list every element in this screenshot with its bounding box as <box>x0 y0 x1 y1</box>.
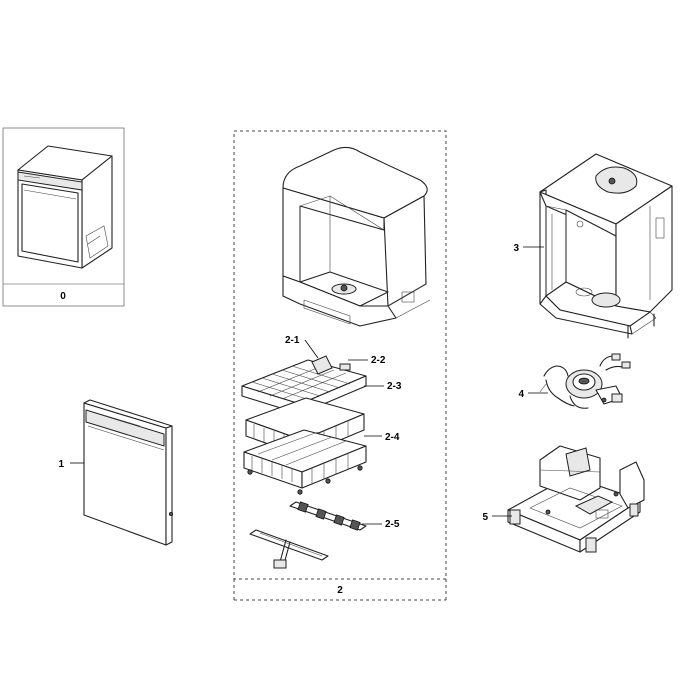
part-2-group[interactable]: 2 <box>233 130 447 601</box>
part-2-racks-drawing <box>241 355 367 495</box>
part-4-pump-drawing <box>539 353 631 409</box>
part-2-4-callout[interactable]: 2-4 <box>364 432 400 443</box>
part-2-2-label: 2-2 <box>371 355 386 366</box>
part-2-spray-arms-drawing <box>249 501 367 569</box>
part-1-label: 1 <box>58 459 64 470</box>
part-3-group[interactable]: 3 <box>513 153 673 339</box>
part-2-3-callout[interactable]: 2-3 <box>364 381 402 392</box>
part-3-tub-drawing <box>539 153 673 339</box>
part-2-1-callout[interactable]: 2-1 <box>285 335 319 359</box>
part-0-frame <box>2 127 125 307</box>
part-5-base-drawing <box>507 445 645 553</box>
part-2-1-leader <box>304 339 319 359</box>
part-2-5-callout[interactable]: 2-5 <box>362 519 400 530</box>
part-2-5-label: 2-5 <box>385 519 400 530</box>
part-2-1-label: 2-1 <box>285 335 300 346</box>
part-3-label: 3 <box>513 243 519 254</box>
part-0-label: 0 <box>60 291 66 302</box>
part-2-3-label: 2-3 <box>387 381 402 392</box>
part-0-dishwasher-drawing <box>17 145 113 269</box>
part-4-group[interactable]: 4 <box>518 353 631 409</box>
part-2-2-callout[interactable]: 2-2 <box>348 355 386 366</box>
part-2-outer-tub-drawing <box>282 146 431 327</box>
part-2-4-label: 2-4 <box>385 432 400 443</box>
part-5-label: 5 <box>482 512 488 523</box>
part-5-group[interactable]: 5 <box>482 445 645 553</box>
part-2-label: 2 <box>337 585 343 596</box>
part-1-door-drawing <box>83 399 173 546</box>
part-0-group[interactable]: 0 <box>2 127 125 307</box>
part-4-label: 4 <box>518 389 524 400</box>
part-1-group[interactable]: 1 <box>58 399 173 546</box>
